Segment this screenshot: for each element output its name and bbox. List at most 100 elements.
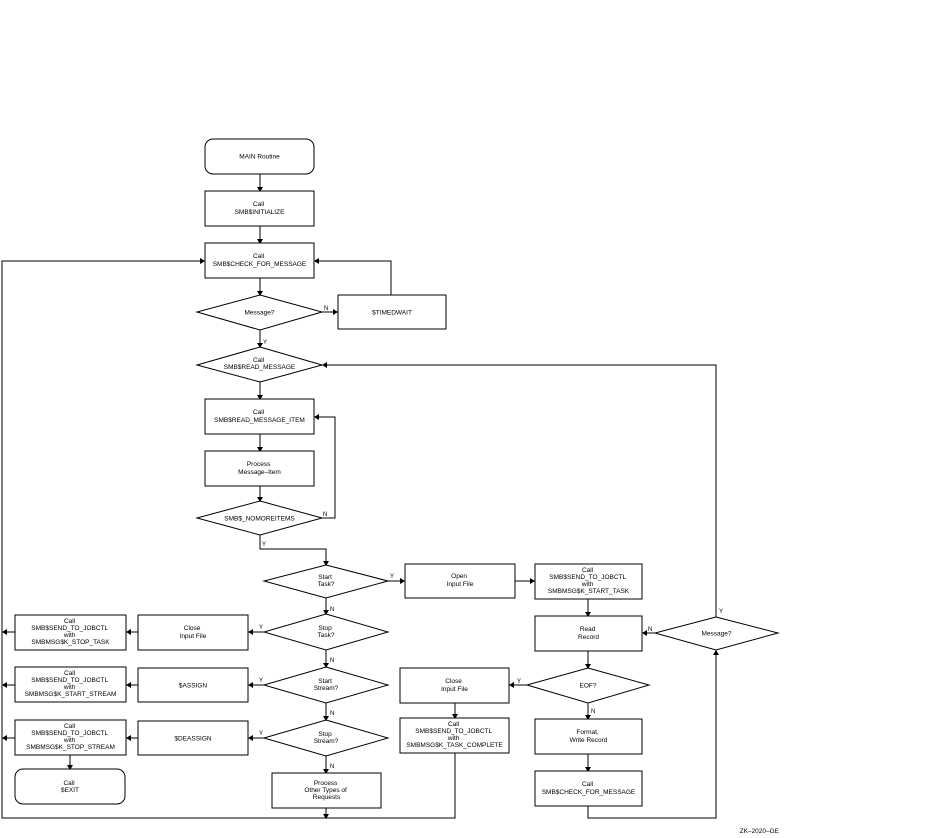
node-send-start-stream-text: Call SMB$SEND_TO_JOBCTL with SMBMSG$K_ST… xyxy=(25,670,117,698)
node-main-text: MAIN Routine xyxy=(239,154,280,161)
arrow-left-stop-stream xyxy=(2,735,7,741)
node-start-stream-text: Start Stream? xyxy=(314,678,339,692)
node-format: Format, Write Record xyxy=(534,718,643,755)
node-exit: Call $EXIT xyxy=(14,768,126,805)
arrow-check1-return xyxy=(314,258,319,264)
node-nomoreitems: SMB$_NOMOREITEMS xyxy=(195,500,324,536)
node-open-input-text: Open Input File xyxy=(447,573,474,588)
node-stop-task-text: Stop Task? xyxy=(318,625,335,639)
label-stop-stream-n: N xyxy=(330,764,334,770)
label-stop-task-y: Y xyxy=(259,625,263,631)
connector-labels: N Y N Y Y N Y N Y N Y N N Y Y N xyxy=(259,306,723,770)
main-loop-back xyxy=(1,260,456,819)
node-dassign-text: $DEASSIGN xyxy=(174,736,212,743)
message2-to-readmsg xyxy=(322,364,717,617)
arrow-dassign xyxy=(248,735,253,741)
node-close2-text: Close Input File xyxy=(441,678,468,693)
arrow-send-stop-stream xyxy=(126,735,131,741)
arrow-check2 xyxy=(585,767,591,772)
node-send-start-task-text: Call SMB$SEND_TO_JOBCTL with SMBMSG$K_ST… xyxy=(548,567,630,595)
node-eof: EOF? xyxy=(525,667,651,704)
label-stop-task-n: N xyxy=(330,658,334,664)
node-send-complete: Call SMB$SEND_TO_JOBCTL with SMBMSG$K_TA… xyxy=(399,717,510,754)
label-start-stream-y: Y xyxy=(259,678,263,684)
node-readmsg-text: Call SMB$READ_MESSAGE xyxy=(224,357,296,371)
label-message1-y: Y xyxy=(263,340,267,346)
arrow-timedwait xyxy=(333,309,338,315)
node-message1-text: Message? xyxy=(245,310,275,317)
node-read-record: Read Record xyxy=(534,615,643,652)
arrow-check1-from-loop xyxy=(200,258,205,264)
arrow-close2 xyxy=(509,682,514,688)
node-init-text: Call SMB$INITIALIZE xyxy=(235,201,286,216)
arrow-send-start-stream xyxy=(126,682,131,688)
node-close2: Close Input File xyxy=(399,667,510,704)
node-readitem-text: Call SMB$READ_MESSAGE_ITEM xyxy=(214,409,305,424)
arrow-start-stream xyxy=(323,663,329,668)
label-eof-n: N xyxy=(591,709,595,715)
node-readitem: Call SMB$READ_MESSAGE_ITEM xyxy=(204,398,315,435)
node-process-item: Process Message–Item xyxy=(204,450,315,487)
label-message2-n: N xyxy=(648,627,652,633)
node-process-other: Process Other Types of Requests xyxy=(271,772,382,809)
node-timedwait-text: $TIMEDWAIT xyxy=(372,310,412,317)
check2-to-message2 xyxy=(587,650,717,819)
node-stop-stream: Stop Stream? xyxy=(262,719,390,757)
label-start-task-n: N xyxy=(330,607,334,613)
arrow-send-complete xyxy=(452,714,458,719)
node-close1-text: Close Input File xyxy=(180,625,207,640)
arrow-left-stop-task xyxy=(2,629,7,635)
label-start-stream-n: N xyxy=(330,711,334,717)
arrow-close1 xyxy=(248,629,253,635)
label-nomoreitems-n: N xyxy=(323,512,327,518)
node-send-start-task: Call SMB$SEND_TO_JOBCTL with SMBMSG$K_ST… xyxy=(534,563,643,600)
node-start-task-text: Start Task? xyxy=(318,574,335,588)
arrow-read xyxy=(585,612,591,617)
node-format-text: Format, Write Record xyxy=(570,729,608,744)
node-send-start-stream: Call SMB$SEND_TO_JOBCTL with SMBMSG$K_ST… xyxy=(14,666,127,703)
arrow-eof xyxy=(585,664,591,669)
node-eof-text: EOF? xyxy=(580,683,597,690)
node-exit-text: Call $EXIT xyxy=(61,780,79,794)
node-send-stop-stream-text: Call SMB$SEND_TO_JOBCTL with SMBMSG$K_ST… xyxy=(26,723,115,751)
arrow-start-task xyxy=(323,561,329,566)
node-assign: $ASSIGN xyxy=(137,667,249,703)
arrow-read-from-message2 xyxy=(642,630,647,636)
node-open-input: Open Input File xyxy=(404,563,516,599)
arrow-send-stop-task xyxy=(126,629,131,635)
arrow-process-other-out xyxy=(323,814,329,819)
node-close1: Close Input File xyxy=(137,614,249,651)
node-readmsg: Call SMB$READ_MESSAGE xyxy=(195,346,324,383)
node-message1: Message? xyxy=(195,294,324,331)
node-check1: Call SMB$CHECK_FOR_MESSAGE xyxy=(204,242,315,279)
timedwait-to-check1 xyxy=(314,260,392,295)
arrow-exit xyxy=(67,765,73,770)
arrow-init xyxy=(257,187,263,192)
node-message2: Message? xyxy=(653,616,780,651)
node-init: Call SMB$INITIALIZE xyxy=(204,190,315,227)
arrow-format xyxy=(585,715,591,720)
node-check2-text: Call SMB$CHECK_FOR_MESSAGE xyxy=(542,781,636,796)
arrow-readitem xyxy=(257,395,263,400)
node-main: MAIN Routine xyxy=(204,138,315,175)
arrow-left-start-stream xyxy=(2,682,7,688)
label-eof-y: Y xyxy=(517,679,521,685)
arrow-assign xyxy=(248,682,253,688)
arrow-readitem-return xyxy=(314,414,319,420)
node-send-stop-task-text: Call SMB$SEND_TO_JOBCTL with SMBMSG$K_ST… xyxy=(31,618,110,646)
arrow-readmsg-return xyxy=(322,362,327,368)
nomoreitems-loop xyxy=(314,416,336,519)
nomoreitems-to-start-task xyxy=(259,535,327,565)
node-read-record-text: Read Record xyxy=(578,626,599,641)
arrow-process-other xyxy=(323,769,329,774)
node-process-other-text: Process Other Types of Requests xyxy=(304,780,348,801)
arrow-process-item xyxy=(257,447,263,452)
label-start-task-y: Y xyxy=(390,574,394,580)
node-nomoreitems-text: SMB$_NOMOREITEMS xyxy=(224,516,295,523)
node-send-complete-text: Call SMB$SEND_TO_JOBCTL with SMBMSG$K_TA… xyxy=(406,721,503,749)
node-dassign: $DEASSIGN xyxy=(137,720,249,756)
arrow-stop-task xyxy=(323,610,329,615)
label-message2-y: Y xyxy=(719,609,723,615)
arrow-nomoreitems xyxy=(257,497,263,502)
arrow-stop-stream xyxy=(323,716,329,721)
